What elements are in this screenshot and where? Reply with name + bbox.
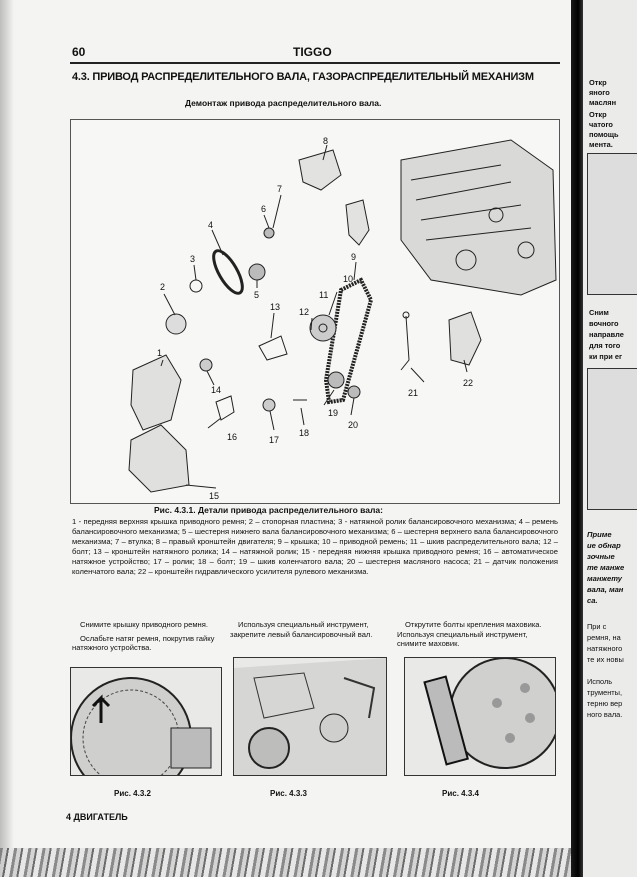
diagram-callout-14: 14 (211, 385, 221, 395)
section-title: 4.3. ПРИВОД РАСПРЕДЕЛИТЕЛЬНОГО ВАЛА, ГАЗ… (72, 71, 534, 83)
instruction-column-2: Используя специальный инструмент, закреп… (230, 620, 385, 643)
instruction-column-1: Снимите крышку приводного ремня. Ослабьт… (72, 620, 220, 657)
right-page-line: При с (587, 622, 607, 631)
right-page-line: ремня, на (587, 633, 621, 642)
chapter-footer: 4 ДВИГАТЕЛЬ (66, 812, 128, 822)
figure-caption-4-3-3: Рис. 4.3.3 (270, 789, 307, 798)
flywheel-illustration (71, 677, 212, 775)
right-page-line: ки при ег (589, 352, 623, 361)
figure-photo-4-3-3 (233, 657, 387, 776)
right-page-line: натяжного (587, 644, 623, 653)
scan-bottom-edge (0, 848, 572, 877)
right-page-line: вочного (589, 319, 619, 328)
diagram-callout-8: 8 (323, 136, 328, 146)
figure-caption-4-3-2: Рис. 4.3.2 (114, 789, 151, 798)
instruction-text: Используя специальный инструмент, закреп… (230, 620, 373, 639)
right-page-line: для того (589, 341, 621, 350)
diagram-callout-13: 13 (270, 302, 280, 312)
instruction-text: Снимите крышку приводного ремня. (80, 620, 208, 629)
running-header: TIGGO (293, 45, 332, 59)
right-page-line: ного вала. (587, 710, 623, 719)
right-page-photo (587, 153, 637, 295)
diagram-callout-19: 19 (328, 408, 338, 418)
right-page-note-line: са. (587, 596, 598, 605)
instruction-column-3: Открутите болты крепления маховика. Испо… (397, 620, 557, 653)
right-page-line: яного (589, 88, 610, 97)
diagram-callout-17: 17 (269, 435, 279, 445)
right-page-line: направле (589, 330, 624, 339)
diagram-callout-1: 1 (157, 348, 162, 358)
right-page-line: чатого (589, 120, 613, 129)
diagram-callout-9: 9 (351, 252, 356, 262)
right-page-note-line: манжету (587, 574, 623, 583)
figure-photo-4-3-2 (70, 667, 222, 776)
diagram-callout-18: 18 (299, 428, 309, 438)
right-page-note-line: зочные (587, 552, 615, 561)
diagram-callout-10: 10 (343, 274, 353, 284)
instruction-text: Ослабьте натяг ремня, покрутив гайку нат… (72, 633, 215, 653)
right-page-note-line: те манже (587, 563, 625, 572)
section-subtitle: Демонтаж привода распределительного вала… (185, 98, 382, 108)
diagram-callout-7: 7 (277, 184, 282, 194)
right-page-line: Откр (589, 78, 607, 87)
right-page-line: Исполь (587, 677, 613, 686)
diagram-callout-3: 3 (190, 254, 195, 264)
exploded-diagram-drawing: 8 7 6 4 9 3 10 5 2 11 13 12 1 14 21 22 1 (128, 136, 557, 501)
right-page-note-line: Приме (587, 530, 612, 539)
figure-caption: Рис. 4.3.1. Детали привода распределител… (154, 505, 383, 515)
diagram-callout-5: 5 (254, 290, 259, 300)
right-page-line: помощь (589, 130, 619, 139)
diagram-callout-11: 11 (319, 290, 328, 300)
diagram-callout-4: 4 (208, 220, 213, 230)
right-page-line: трументы, (587, 688, 623, 697)
book-spine (571, 0, 583, 877)
page-edge-shadow (0, 0, 14, 877)
header-rule (70, 62, 560, 64)
page-number: 60 (72, 45, 86, 59)
right-page-line: Откр (589, 110, 607, 119)
diagram-callout-20: 20 (348, 420, 358, 430)
diagram-callout-22: 22 (463, 378, 473, 388)
left-page: 60 TIGGO 4.3. ПРИВОД РАСПРЕДЕЛИТЕЛЬНОГО … (0, 0, 572, 877)
right-page-line: терню вер (587, 699, 623, 708)
right-page-photo (587, 368, 637, 510)
diagram-callout-2: 2 (160, 282, 165, 292)
diagram-callout-6: 6 (261, 204, 266, 214)
instruction-text: Открутите болты крепления маховика. Испо… (397, 620, 542, 648)
flywheel-tool-illustration (423, 658, 555, 769)
diagram-callout-16: 16 (227, 432, 237, 442)
right-page-note-line: вала, ман (587, 585, 624, 594)
right-page-line: мента. (589, 140, 613, 149)
figure-caption-4-3-4: Рис. 4.3.4 (442, 789, 479, 798)
right-page-note-line: ие обнар (587, 541, 621, 550)
diagram-callout-15: 15 (209, 491, 219, 501)
right-page-fragment: Откр яного маслян Откр чатого помощь мен… (583, 0, 637, 877)
exploded-diagram: 8 7 6 4 9 3 10 5 2 11 13 12 1 14 21 22 1 (70, 119, 560, 504)
right-page-line: маслян (589, 98, 617, 107)
diagram-callout-12: 12 (299, 307, 309, 317)
right-page-line: Сним (589, 308, 609, 317)
figure-photo-4-3-4 (404, 657, 556, 776)
balance-shaft-illustration (234, 658, 386, 775)
diagram-callout-21: 21 (408, 388, 418, 398)
figure-legend: 1 - передняя верхняя крышка приводного р… (72, 517, 558, 576)
right-page-line: те их новы (587, 655, 624, 664)
